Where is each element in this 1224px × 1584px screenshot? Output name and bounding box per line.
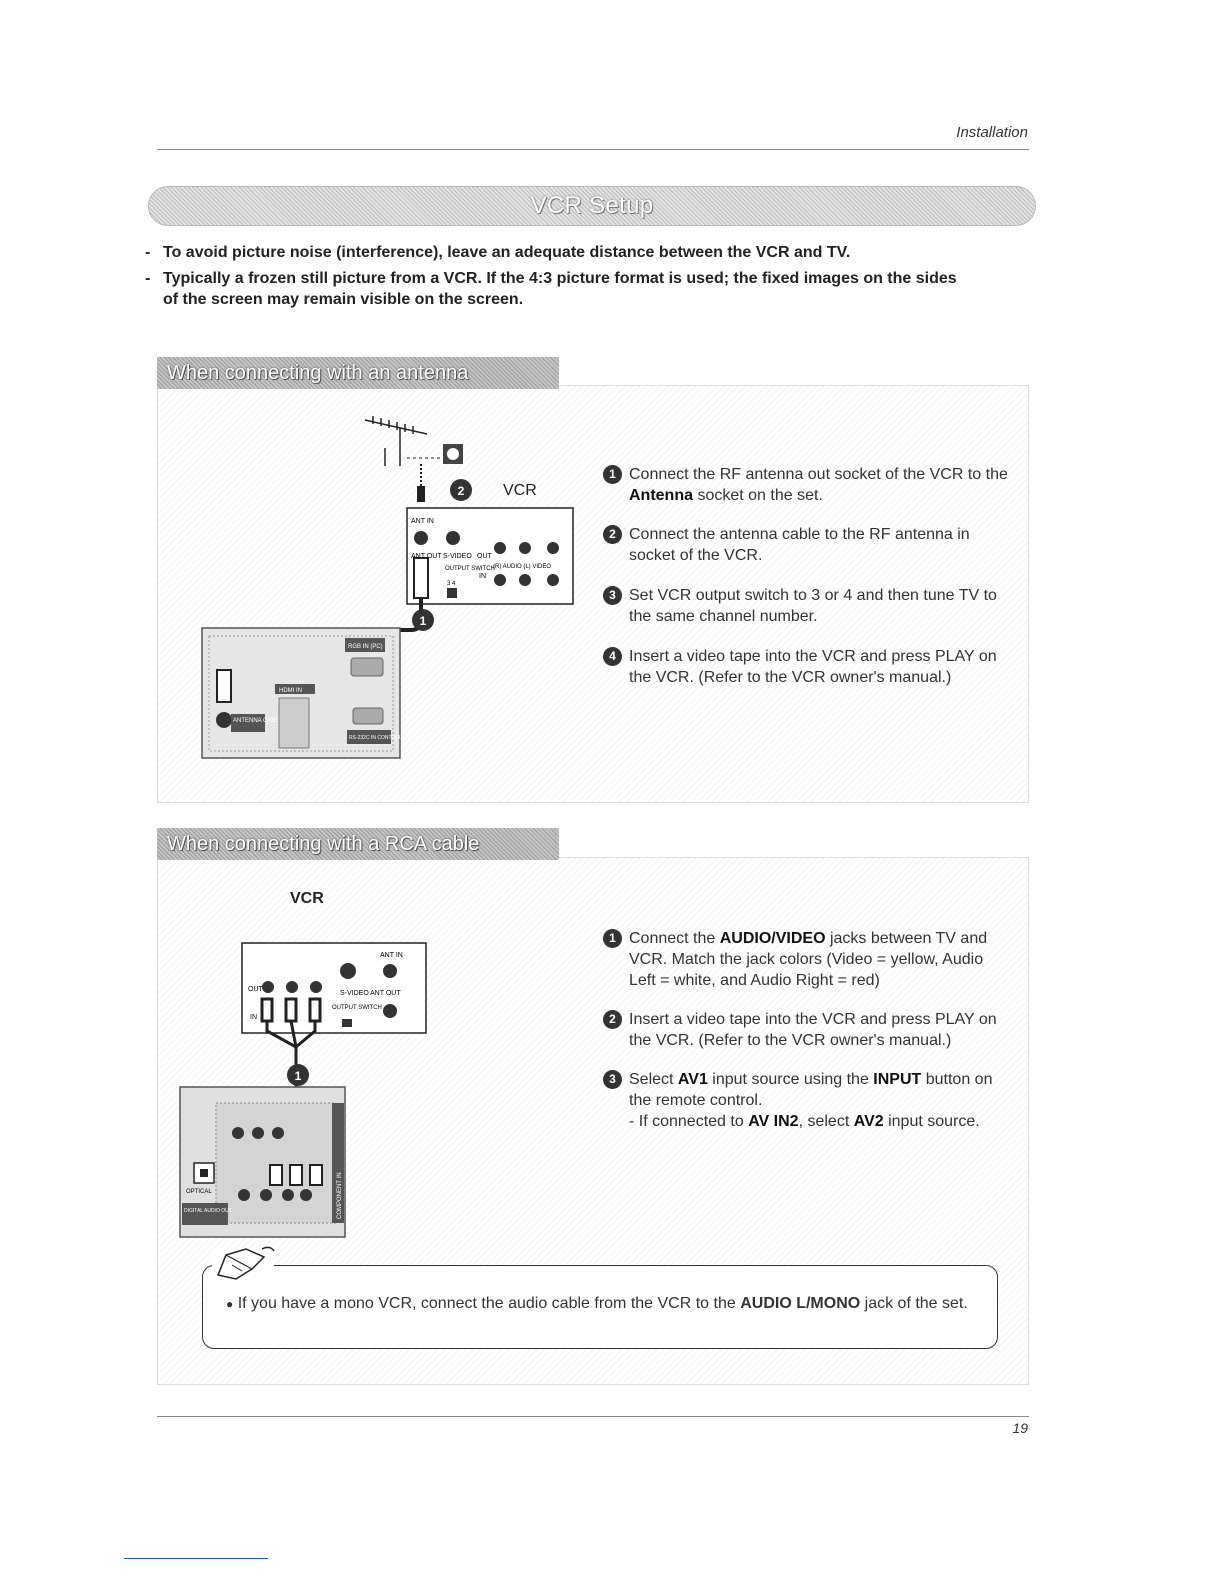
antenna-section-heading: When connecting with an antenna xyxy=(157,357,559,389)
rca-step-1: 1 Connect the AUDIO/VIDEO jacks between … xyxy=(603,928,1013,991)
antenna-step-4: 4 Insert a video tape into the VCR and p… xyxy=(603,646,1013,688)
rca-step-3: 3 Select AV1 input source using the INPU… xyxy=(603,1069,1013,1132)
note-hand-icon xyxy=(206,1245,286,1289)
footer-rule xyxy=(157,1416,1029,1417)
antenna-connection-diagram: 2 ANT IN ANT OUT S-VIDEO OUT IN OUTPUT S… xyxy=(195,408,585,763)
svg-text:3 4: 3 4 xyxy=(447,581,456,587)
note-1: -To avoid picture noise (interference), … xyxy=(145,242,1025,263)
svg-text:ANT IN: ANT IN xyxy=(380,952,403,959)
svg-text:IN: IN xyxy=(479,573,486,580)
vcr-label-rca: VCR xyxy=(290,890,324,908)
svg-text:HDMI IN: HDMI IN xyxy=(279,688,302,694)
antenna-step-3: 3 Set VCR output switch to 3 or 4 and th… xyxy=(603,585,1013,627)
svg-text:RS-232C IN CONTROL/SERVICE: RS-232C IN CONTROL/SERVICE xyxy=(349,735,426,741)
svg-text:1: 1 xyxy=(295,1069,302,1083)
vcr-label: VCR xyxy=(503,482,537,500)
svg-text:OUT: OUT xyxy=(477,553,493,560)
title-bar: VCR Setup xyxy=(148,186,1036,226)
note-2: -Typically a frozen still picture from a… xyxy=(145,268,1025,310)
svg-text:OPTICAL: OPTICAL xyxy=(186,1189,212,1195)
header-rule xyxy=(157,149,1029,150)
rca-section-heading: When connecting with a RCA cable xyxy=(157,828,559,860)
svg-text:OUTPUT SWITCH: OUTPUT SWITCH xyxy=(332,1005,382,1011)
svg-text:(R) AUDIO (L) VIDEO: (R) AUDIO (L) VIDEO xyxy=(493,564,551,570)
section-header: Installation xyxy=(900,124,1028,141)
tip-text: ● If you have a mono VCR, connect the au… xyxy=(226,1293,986,1315)
antenna-icon xyxy=(365,416,427,466)
svg-text:RGB IN (PC): RGB IN (PC) xyxy=(348,644,383,650)
svg-text:2: 2 xyxy=(458,484,465,498)
svg-text:ANT OUT: ANT OUT xyxy=(370,990,401,997)
svg-text:IN: IN xyxy=(250,1014,257,1021)
rca-step-2: 2 Insert a video tape into the VCR and p… xyxy=(603,1009,1013,1051)
footer-link-underline xyxy=(124,1558,268,1559)
svg-text:S-VIDEO: S-VIDEO xyxy=(340,990,369,997)
svg-text:1: 1 xyxy=(420,614,427,628)
svg-text:S-VIDEO: S-VIDEO xyxy=(443,553,472,560)
svg-text:OUTPUT SWITCH: OUTPUT SWITCH xyxy=(445,566,495,572)
svg-text:COMPONENT IN: COMPONENT IN xyxy=(337,1172,343,1219)
page-title: VCR Setup xyxy=(531,192,654,220)
antenna-step-2: 2 Connect the antenna cable to the RF an… xyxy=(603,524,1013,566)
antenna-step-1: 1 Connect the RF antenna out socket of t… xyxy=(603,464,1013,506)
page-number: 19 xyxy=(980,1420,1028,1436)
svg-text:ANT IN: ANT IN xyxy=(411,518,434,525)
rca-connection-diagram: ANT IN ANT OUT S-VIDEO OUT IN OUTPUT SWI… xyxy=(176,935,436,1240)
svg-text:DIGITAL AUDIO OUT: DIGITAL AUDIO OUT xyxy=(184,1208,232,1214)
svg-text:OUT: OUT xyxy=(248,986,264,993)
